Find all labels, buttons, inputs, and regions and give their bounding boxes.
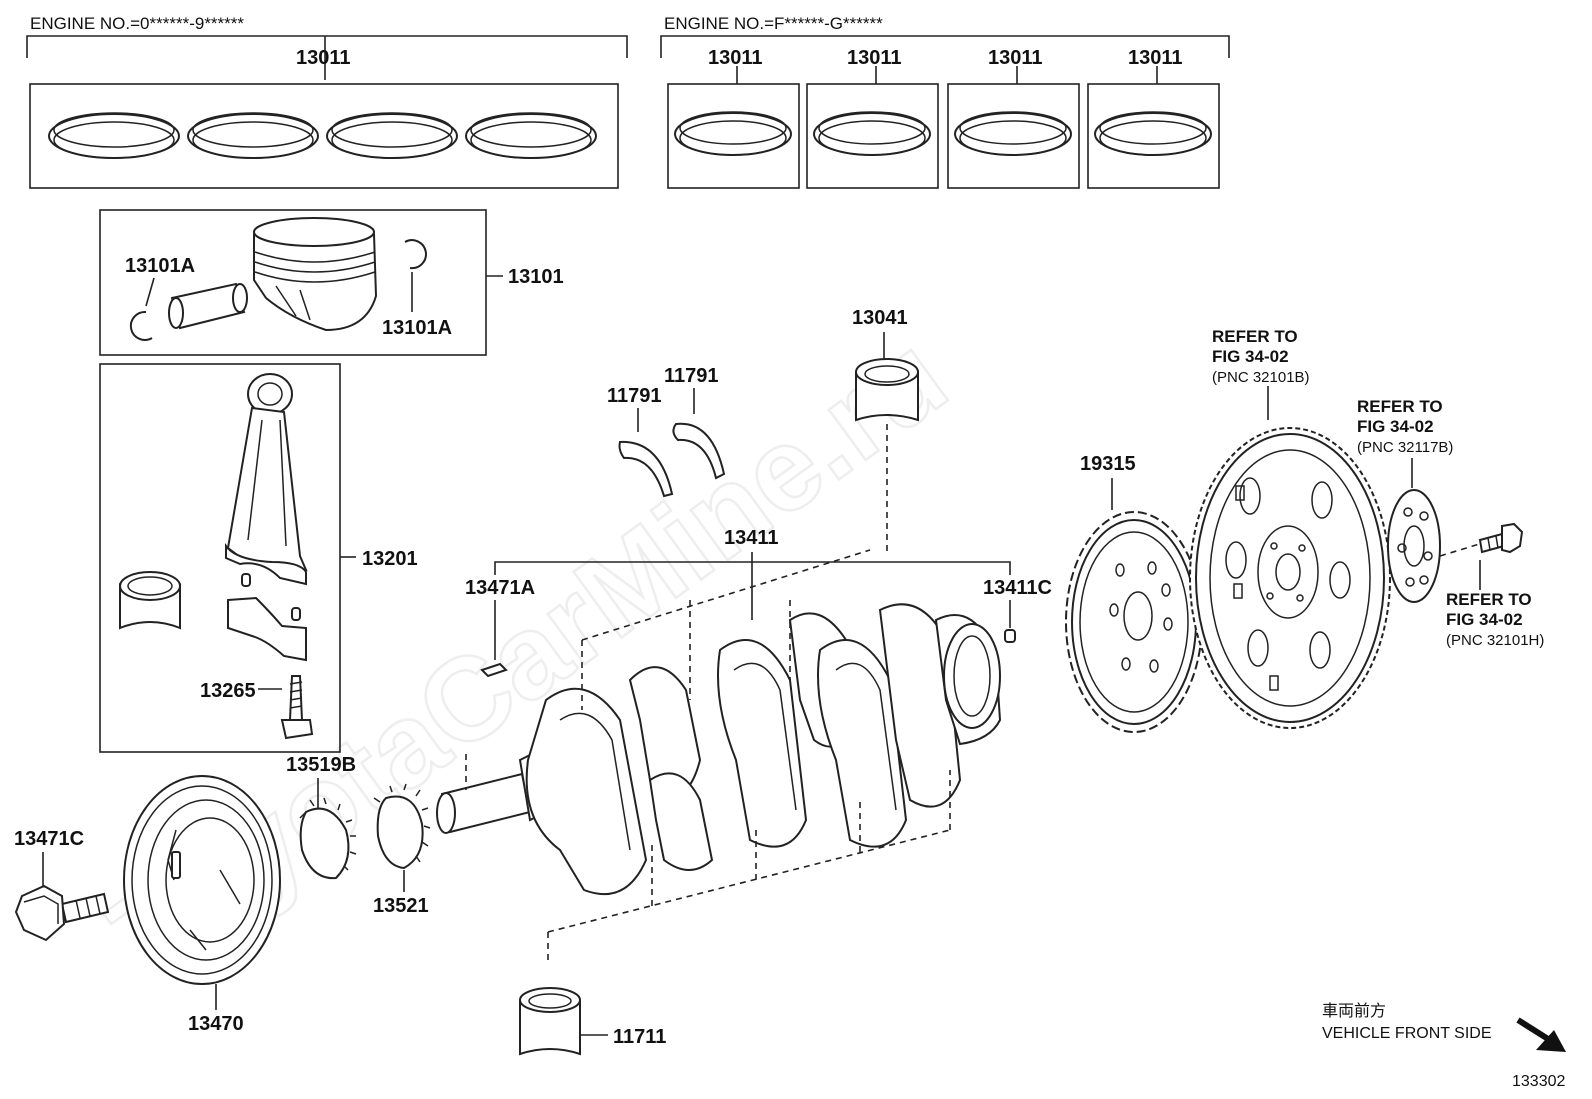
- left-ring-set-box: [29, 83, 619, 189]
- rod-cap: [227, 573, 307, 662]
- label-13101A-left[interactable]: 13101A: [125, 255, 195, 277]
- label-13265[interactable]: 13265: [200, 680, 256, 702]
- label-11711[interactable]: 11711: [613, 1026, 666, 1048]
- label-13471C[interactable]: 13471C: [14, 828, 84, 850]
- label-13011-r3[interactable]: 13011: [988, 47, 1043, 69]
- flywheel: [1189, 427, 1391, 729]
- crank-gear: [373, 783, 431, 870]
- spacer-bolt-align: [1439, 541, 1487, 557]
- label-13471A[interactable]: 13471A: [465, 577, 535, 599]
- crankshaft: [436, 603, 1002, 896]
- right-ring-leaders: [736, 66, 1158, 84]
- left-engine-group-header: ENGINE NO.=0******-9******: [30, 14, 244, 33]
- label-13011-r2[interactable]: 13011: [847, 47, 902, 69]
- main-bearing-lower: [519, 987, 581, 1056]
- label-13519B[interactable]: 13519B: [286, 754, 356, 776]
- crank-pulley: [123, 775, 281, 985]
- ring-box-r4: [1087, 83, 1220, 189]
- piston: [253, 217, 378, 332]
- thrust-washer-a: [618, 440, 674, 498]
- label-13011-r4[interactable]: 13011: [1128, 47, 1183, 69]
- label-13470[interactable]: 13470: [188, 1013, 244, 1035]
- direction-label-en: VEHICLE FRONT SIDE: [1322, 1025, 1492, 1042]
- ref-spacer-line3: (PNC 32117B): [1357, 439, 1453, 456]
- label-13411[interactable]: 13411: [724, 527, 779, 549]
- snap-ring-left-leader: [145, 277, 155, 307]
- spacer-plate: [1387, 489, 1441, 603]
- ref-spacer-line1: REFER TO: [1357, 397, 1443, 416]
- piston-box: [99, 209, 487, 356]
- right-engine-group-header: ENGINE NO.=F******-G******: [664, 14, 883, 33]
- label-13101[interactable]: 13101: [508, 266, 564, 288]
- snap-ring-left: [129, 310, 153, 341]
- connecting-rod: [225, 373, 308, 586]
- ref-flywheel-line3: (PNC 32101B): [1212, 369, 1310, 386]
- flywheel-bolt: [1478, 522, 1524, 554]
- rod-bolt: [280, 675, 314, 740]
- ref-spacer-line2: FIG 34-02: [1357, 417, 1434, 436]
- label-11791-a[interactable]: 11791: [607, 385, 662, 407]
- rod-bearing: [119, 571, 181, 630]
- ref-bolt-line1: REFER TO: [1446, 590, 1532, 609]
- right-group-bracket: [660, 35, 1230, 58]
- label-13041[interactable]: 13041: [852, 307, 908, 329]
- sprocket-key-gear: [299, 797, 357, 880]
- ref-flywheel-line1: REFER TO: [1212, 327, 1298, 346]
- crankshaft-dash-lines: [465, 549, 951, 960]
- snap-ring-right: [404, 239, 427, 270]
- thrust-washer-b: [672, 422, 726, 480]
- piston-ring-set-right: [674, 111, 1212, 156]
- crank-bearing-upper: [855, 358, 919, 422]
- ring-box-r3: [947, 83, 1080, 189]
- label-19315[interactable]: 19315: [1080, 453, 1136, 475]
- ring-box-r1: [667, 83, 800, 189]
- ref-flywheel-line2: FIG 34-02: [1212, 347, 1289, 366]
- label-13011-left[interactable]: 13011: [296, 47, 351, 69]
- label-13201[interactable]: 13201: [362, 548, 418, 570]
- ring-box-r2: [806, 83, 939, 189]
- label-13101A-right[interactable]: 13101A: [382, 317, 452, 339]
- piston-pin: [168, 282, 248, 330]
- label-11791-b[interactable]: 11791: [664, 365, 719, 387]
- timing-rotor: [1065, 511, 1203, 733]
- label-13521[interactable]: 13521: [373, 895, 429, 917]
- crank-pin: [1004, 629, 1016, 643]
- ref-bolt-line3: (PNC 32101H): [1446, 632, 1544, 649]
- ref-bolt-line2: FIG 34-02: [1446, 610, 1523, 629]
- front-direction-arrow-icon: [1516, 1017, 1566, 1052]
- connecting-rod-box: [99, 363, 341, 753]
- piston-ring-set-left: [48, 112, 597, 159]
- left-group-bracket: [26, 35, 628, 58]
- label-13011-r1[interactable]: 13011: [708, 47, 763, 69]
- label-13411C[interactable]: 13411C: [983, 577, 1052, 599]
- crank-key: [480, 662, 508, 678]
- diagram-id: 133302: [1512, 1073, 1565, 1090]
- pulley-bolt: [14, 884, 110, 942]
- direction-label-jp: 車両前方: [1322, 1002, 1386, 1020]
